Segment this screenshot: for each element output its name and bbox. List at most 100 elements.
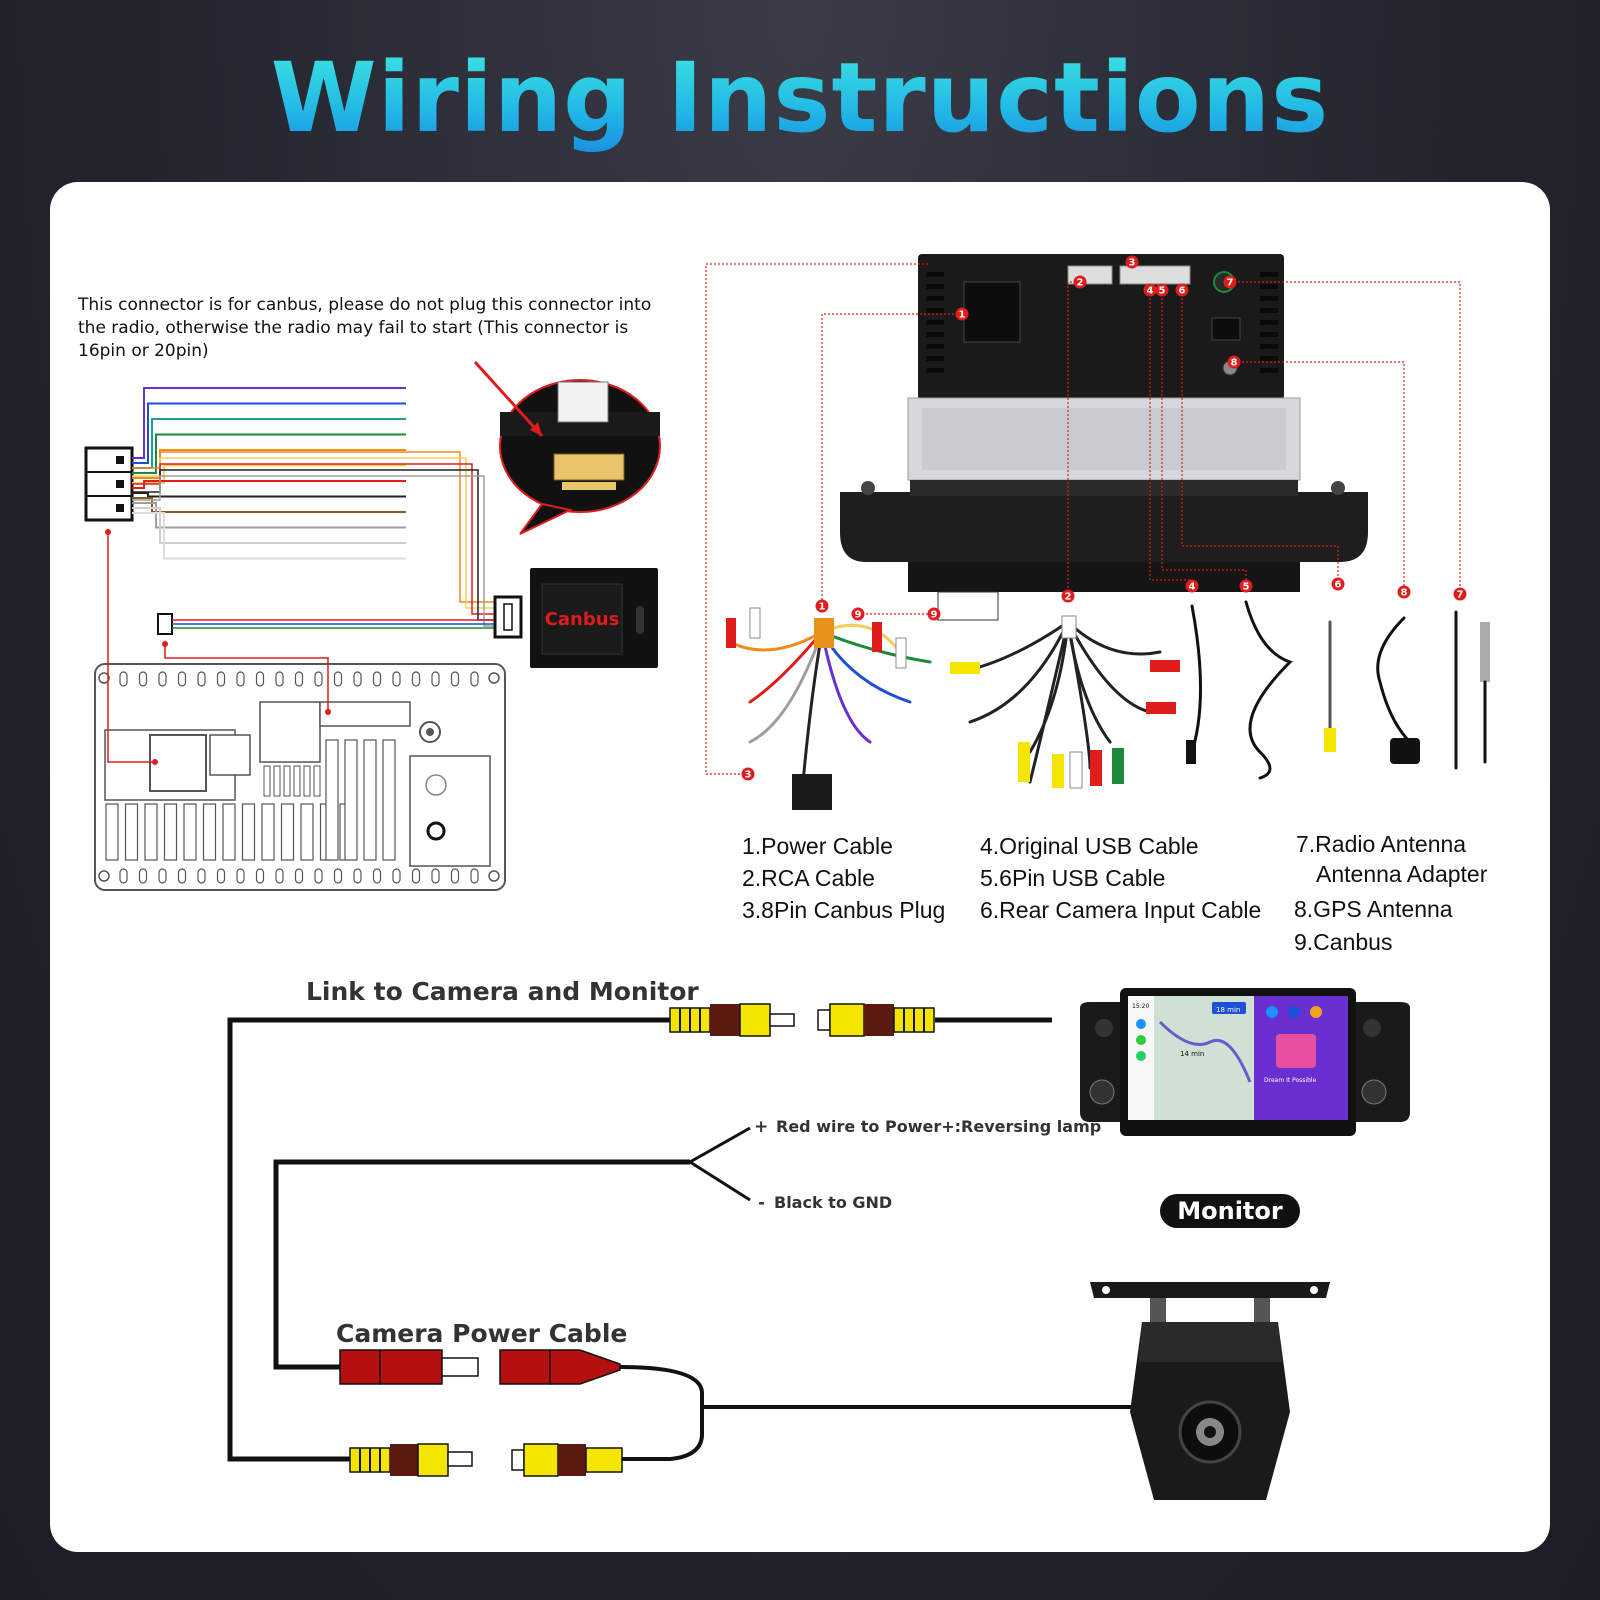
vent-hole <box>372 671 382 687</box>
callout-marker-9: 9 <box>851 607 865 621</box>
vent-hole <box>353 671 362 687</box>
canbus-wire <box>132 463 495 615</box>
svg-text:Monitor: Monitor <box>1177 1197 1283 1225</box>
minus-sign: - <box>758 1193 765 1213</box>
radio-slot <box>300 803 314 861</box>
callout-marker-6: 6 <box>1331 577 1345 591</box>
legend-item-radio-antenna: 7.Radio Antenna <box>1296 831 1466 857</box>
svg-text:9: 9 <box>855 610 862 621</box>
vent-hole <box>216 868 226 884</box>
svg-text:7: 7 <box>1457 590 1464 601</box>
monitor-badge: Monitor <box>1160 1194 1300 1228</box>
radio-slot <box>382 739 396 861</box>
vent-hole <box>275 868 284 884</box>
vent-hole <box>119 868 128 884</box>
radio-slot <box>144 803 158 861</box>
harness-wires <box>132 387 495 627</box>
vent-hole <box>255 868 265 884</box>
vent-hole <box>177 671 187 687</box>
plus-sign: + <box>754 1117 768 1137</box>
vent-hole <box>314 671 323 687</box>
vent-hole <box>431 671 440 687</box>
vent-hole <box>470 671 479 687</box>
vent-hole <box>450 868 460 884</box>
harness-wire <box>132 492 406 498</box>
harness-wire <box>132 480 406 489</box>
vent-hole <box>216 671 226 687</box>
canbus-note-line-2: the radio, otherwise the radio may fail … <box>78 318 628 338</box>
vent-slat <box>926 272 944 277</box>
vent-hole <box>255 671 265 687</box>
svg-text:1: 1 <box>819 602 826 613</box>
canbus-note-line-3: 16pin or 20pin) <box>78 341 209 361</box>
callout-marker-3: 3 <box>741 767 755 781</box>
svg-text:3: 3 <box>1129 258 1136 269</box>
legend-item-canbus-plug: 3.8Pin Canbus Plug <box>742 897 945 923</box>
legend-item-rear-camera-input: 6.Rear Camera Input Cable <box>980 897 1261 923</box>
vent-hole <box>333 868 343 884</box>
radio-slot <box>263 765 271 797</box>
harness-wire <box>132 418 406 469</box>
canbus-wire <box>132 457 495 609</box>
harness-wire <box>132 433 406 474</box>
svg-text:7: 7 <box>1227 278 1234 289</box>
callout-marker-7: 7 <box>1453 587 1467 601</box>
svg-text:4: 4 <box>1147 286 1154 297</box>
vent-slat <box>926 296 944 301</box>
radio-slot <box>280 803 295 861</box>
harness-connector <box>84 446 134 522</box>
vent-slat <box>1260 332 1278 337</box>
radio-slot <box>183 803 197 861</box>
radio-slot <box>163 803 178 861</box>
page-title: Wiring Instructions <box>0 42 1600 154</box>
radio-slot <box>105 803 119 861</box>
svg-text:18 min: 18 min <box>1216 1006 1240 1014</box>
svg-text:8: 8 <box>1231 358 1238 369</box>
harness-wire <box>132 387 406 459</box>
callout-marker-4: 4 <box>1185 579 1199 593</box>
canbus-plug <box>493 595 523 639</box>
vent-hole <box>431 868 440 884</box>
svg-text:9: 9 <box>931 610 938 621</box>
vent-slat <box>1260 308 1278 313</box>
harness-wire <box>132 464 406 484</box>
cable-legend: 1.Power Cable 2.RCA Cable 3.8Pin Canbus … <box>742 831 1488 955</box>
vent-slat <box>926 284 944 289</box>
vent-slat <box>1260 320 1278 325</box>
svg-text:14 min: 14 min <box>1180 1050 1204 1058</box>
svg-text:6: 6 <box>1179 286 1186 297</box>
svg-text:15:20: 15:20 <box>1132 1003 1149 1010</box>
radio-slot <box>303 765 311 797</box>
svg-text:4: 4 <box>1189 582 1196 593</box>
vent-hole <box>275 671 284 687</box>
callout-marker-1: 1 <box>955 307 969 321</box>
svg-text:1: 1 <box>959 310 966 321</box>
vent-slat <box>926 356 944 361</box>
radio-slot <box>202 803 217 861</box>
callout-marker-5: 5 <box>1155 283 1169 297</box>
vent-hole <box>333 671 343 687</box>
vent-hole <box>158 671 167 687</box>
vent-slat <box>1260 296 1278 301</box>
radio-slot <box>283 765 291 797</box>
radio-slot <box>241 803 256 861</box>
vent-hole <box>392 868 401 884</box>
vent-hole <box>197 868 206 884</box>
red-wire-note: Red wire to Power+:Reversing lamp <box>776 1117 1101 1136</box>
legend-item-original-usb: 4.Original USB Cable <box>980 833 1199 859</box>
callout-marker-6: 6 <box>1175 283 1189 297</box>
legend-item-rca-cable: 2.RCA Cable <box>742 865 875 891</box>
callout-marker-5: 5 <box>1239 579 1253 593</box>
callout-marker-4: 4 <box>1143 283 1157 297</box>
legend-item-antenna-adapter: Antenna Adapter <box>1316 861 1488 887</box>
legend-item-canbus: 9.Canbus <box>1294 929 1392 955</box>
vent-slat <box>1260 284 1278 289</box>
vent-slat <box>1260 344 1278 349</box>
vent-hole <box>236 868 245 884</box>
legend-item-gps-antenna: 8.GPS Antenna <box>1294 896 1453 922</box>
vent-hole <box>353 868 362 884</box>
link-label: Link to Camera and Monitor <box>306 977 699 1006</box>
radio-slot <box>261 803 275 861</box>
canbus-wire <box>132 475 495 627</box>
vent-hole <box>372 868 382 884</box>
